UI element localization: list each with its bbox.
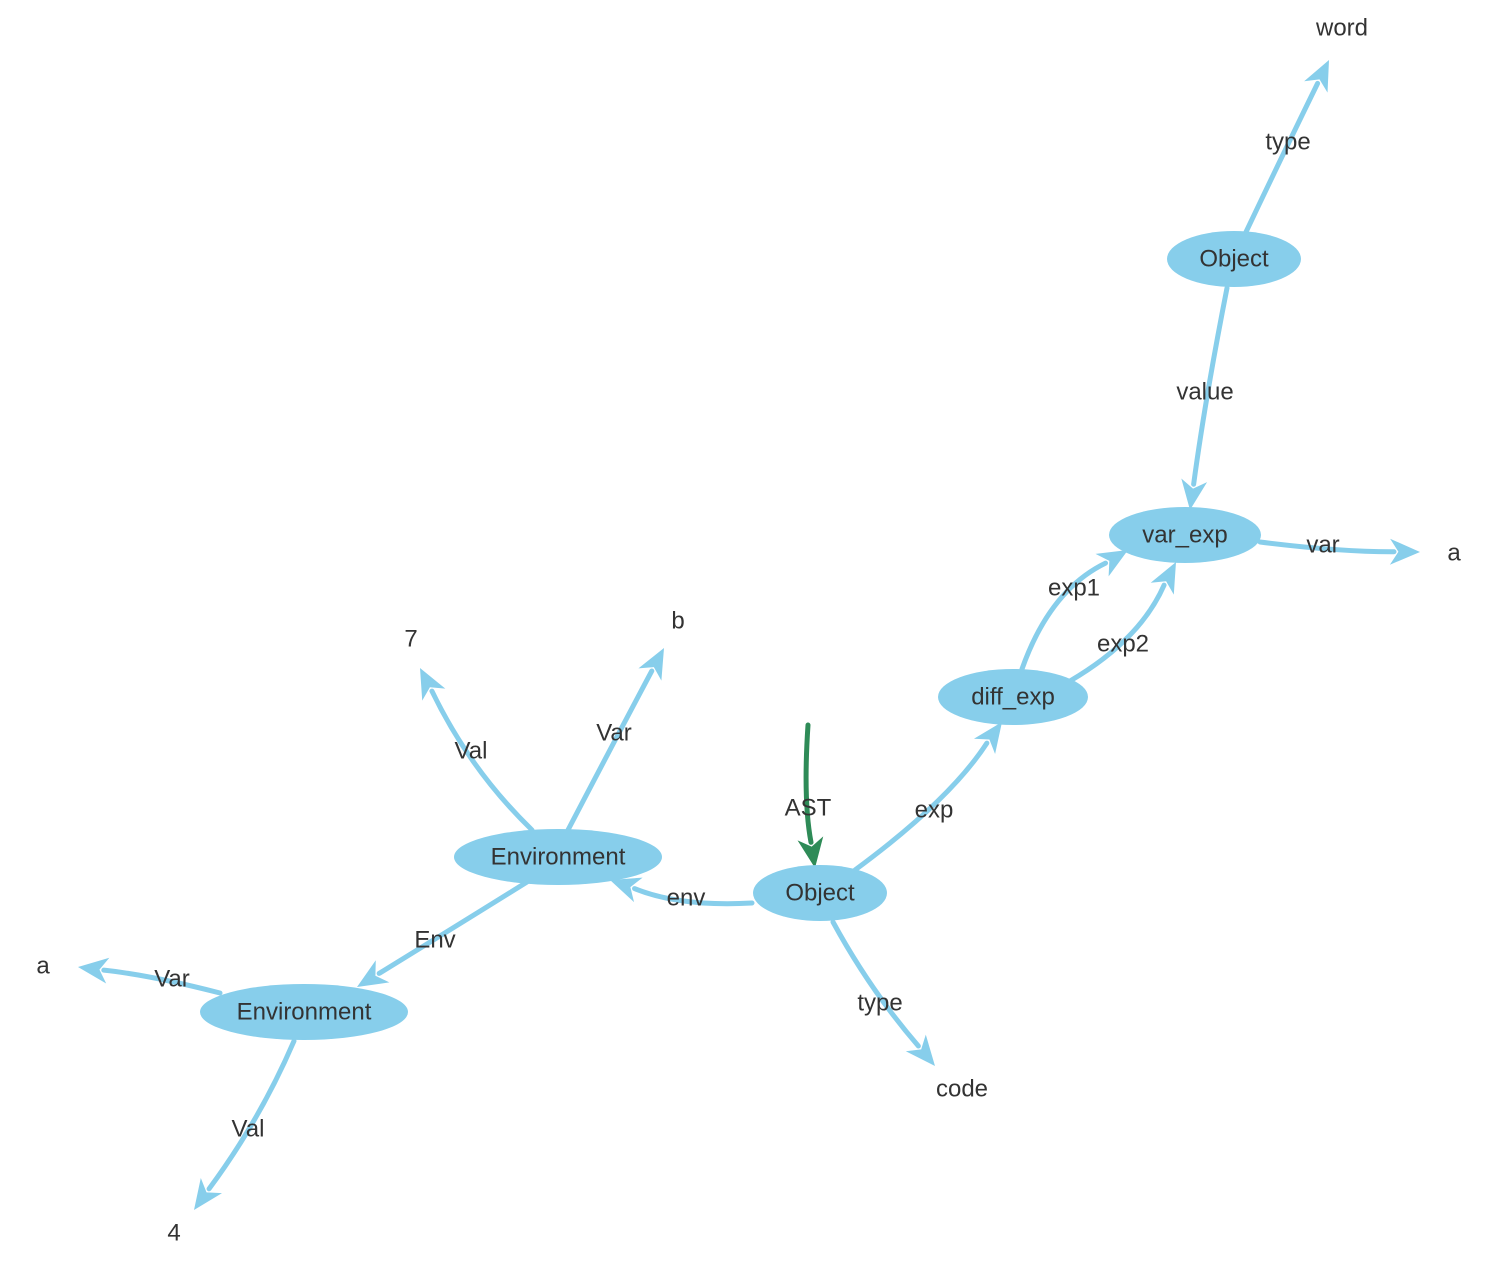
edge-label-exp2: exp2 [1097,631,1149,658]
edge-val-env1-to-v_7 [420,668,535,833]
edge-label-env: env [667,885,706,912]
edge-label-val: Val [232,1116,265,1143]
edge-exp2-diff_exp-to-var_exp [1067,562,1176,684]
arrowhead [1304,60,1329,93]
edge-line [830,919,921,1049]
value-label[interactable]: a [36,953,50,980]
arrowhead [1150,562,1176,595]
arrowhead [973,722,1002,754]
edge-labels-layer: ASTtypevaluevarexp1exp2expenvtypeValVarE… [154,129,1339,1143]
arrowhead [1389,538,1420,565]
edge-label-value: value [1176,379,1233,406]
nodes-layer: ObjectObjectvar_expdiff_expEnvironmentEn… [36,15,1461,1247]
node-ellipse[interactable] [454,829,662,885]
node-ellipse[interactable] [938,669,1088,725]
edge-env-env1-to-env2 [357,879,530,987]
value-v-code[interactable]: code [936,1076,988,1103]
node-label: Object [785,880,855,907]
edge-value-obj_top-to-var_exp [1181,285,1230,510]
node-label: Environment [491,844,626,871]
node-ellipse[interactable] [753,865,887,921]
node-ellipse[interactable] [1109,507,1261,563]
edge-line [1019,560,1109,672]
value-label[interactable]: code [936,1076,988,1103]
edge-line [1191,285,1230,487]
edge-label-type: type [1265,129,1310,156]
value-v-a1[interactable]: a [1447,540,1461,567]
arrowhead [357,960,390,987]
node-ellipse[interactable] [200,984,408,1040]
value-v-a2[interactable]: a [36,953,50,980]
edge-line [101,967,223,996]
node-var-exp[interactable]: var_exp [1109,507,1261,563]
edge-line [1067,582,1167,684]
edge-line [632,886,755,907]
edge-line [852,740,990,873]
edge-label-var: var [1306,532,1339,559]
edge-label-env: Env [414,927,455,954]
edge-label-exp: exp [915,797,954,824]
node-label: Environment [237,999,372,1026]
arrowhead [610,877,643,903]
edge-line [803,722,814,845]
edge-val-env2-to-v_4 [194,1038,297,1210]
arrowhead [78,957,110,984]
edges-layer [78,60,1420,1210]
edge-type-obj_main-to-v_code [830,919,935,1066]
arrowhead [420,668,446,701]
value-label[interactable]: a [1447,540,1461,567]
edge-line [1243,80,1321,235]
edge-label-var: Var [596,720,632,747]
edge-ast-root-to-obj_main [797,722,824,868]
arrowhead [1095,550,1128,577]
node-label: var_exp [1142,522,1227,549]
arrowhead [1181,478,1208,510]
node-obj-top[interactable]: Object [1167,231,1301,287]
edge-var-env1-to-v_b [565,648,664,833]
edge-label-ast: AST [785,795,832,822]
edge-env-obj_main-to-env1 [610,877,755,907]
node-obj-main[interactable]: Object [753,865,887,921]
value-v-4[interactable]: 4 [167,1220,180,1247]
node-diff-exp[interactable]: diff_exp [938,669,1088,725]
arrowhead [194,1178,222,1210]
node-env2[interactable]: Environment [200,984,408,1040]
arrowhead [905,1034,935,1066]
edge-line [206,1038,297,1192]
node-env1[interactable]: Environment [454,829,662,885]
node-ellipse[interactable] [1167,231,1301,287]
value-v-7[interactable]: 7 [404,626,417,653]
edge-label-val: Val [455,738,488,765]
edge-label-type: type [857,990,902,1017]
edge-exp-obj_main-to-diff_exp [852,722,1002,873]
edge-var-var_exp-to-v_a1 [1257,538,1420,565]
edge-type-obj_top-to-v_word [1243,60,1329,235]
edge-var-env2-to-v_a2 [78,957,223,996]
edge-line [1257,539,1397,555]
edge-line [429,688,535,833]
value-label[interactable]: b [671,608,684,635]
node-label: Object [1199,246,1269,273]
edge-label-var: Var [154,966,190,993]
value-label[interactable]: 7 [404,626,417,653]
edge-line [376,879,530,976]
arrowhead [797,836,824,868]
edge-label-exp1: exp1 [1048,575,1100,602]
arrowhead [638,648,664,681]
edge-line [565,668,655,833]
node-label: diff_exp [971,684,1055,711]
value-label[interactable]: word [1315,15,1368,42]
value-v-word[interactable]: word [1315,15,1368,42]
value-v-b[interactable]: b [671,608,684,635]
value-label[interactable]: 4 [167,1220,180,1247]
edge-exp1-diff_exp-to-var_exp [1019,550,1128,672]
